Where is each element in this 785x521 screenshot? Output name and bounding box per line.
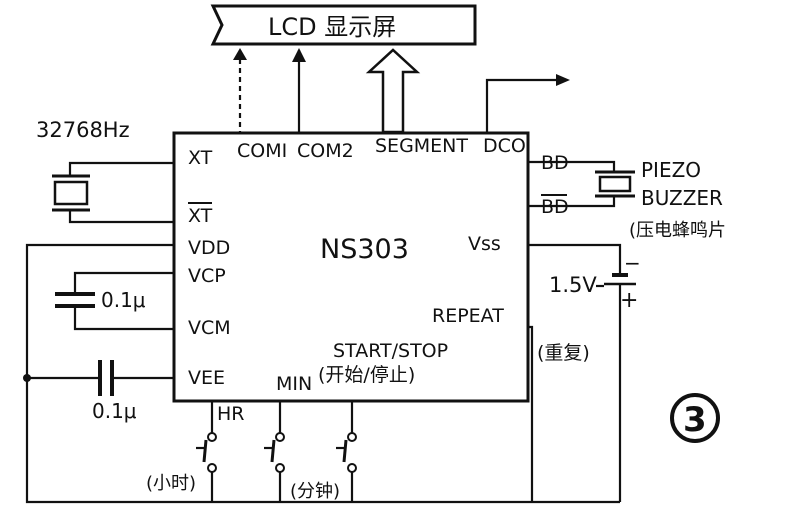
dco-arrow xyxy=(556,74,570,86)
repeat-line xyxy=(528,325,534,502)
figure-number-text: 3 xyxy=(683,400,707,440)
lcd-label: LCD 显示屏 xyxy=(268,13,396,41)
minute-switch-label: (分钟) xyxy=(290,481,340,502)
cap-vcp-label: 0.1μ xyxy=(101,288,146,312)
pin-vcm: VCM xyxy=(188,317,231,339)
hour-switch-label: (小时) xyxy=(146,473,196,494)
com2-arrow xyxy=(292,48,306,62)
segment-bus xyxy=(365,48,421,134)
battery-label: 1.5V xyxy=(549,273,597,297)
battery-minus: − xyxy=(624,251,641,275)
pin-start-stop-cn: (开始/停止) xyxy=(318,364,415,386)
minute-switch[interactable] xyxy=(264,401,285,502)
dco-line xyxy=(485,78,560,132)
capacitor-vee xyxy=(98,360,114,396)
lcd-display: LCD 显示屏 xyxy=(210,4,477,46)
ns303-chip xyxy=(172,131,530,403)
pin-xt-bar: XT xyxy=(188,205,213,227)
chip-name: NS303 xyxy=(320,234,409,265)
pin-vee: VEE xyxy=(188,367,225,389)
start-stop-switch[interactable] xyxy=(336,401,357,502)
pin-vdd: VDD xyxy=(188,237,230,259)
figure-number: 3 xyxy=(670,393,720,443)
crystal-label: 32768Hz xyxy=(36,118,130,142)
com1-arrow xyxy=(233,48,247,60)
hour-switch[interactable] xyxy=(196,401,217,502)
piezo-buzzer: PIEZO BUZZER (压电蜂鸣片 xyxy=(528,158,726,241)
pin-segment: SEGMENT xyxy=(375,135,468,157)
pin-hr: HR xyxy=(217,403,245,425)
cap-vee-label: 0.1μ xyxy=(92,399,137,423)
battery-plus: + xyxy=(620,288,638,313)
buzzer-line3: (压电蜂鸣片 xyxy=(629,220,726,241)
pin-repeat: REPEAT xyxy=(432,305,504,327)
pin-vcp: VCP xyxy=(188,265,226,287)
vee-junction xyxy=(23,374,31,382)
vdd-rail xyxy=(25,243,620,504)
crystal-32768: 32768Hz xyxy=(36,118,174,224)
battery-1-5v: 1.5V − + xyxy=(528,243,641,502)
pin-min: MIN xyxy=(276,373,312,395)
pin-vss: Vss xyxy=(468,233,501,255)
pin-start-stop: START/STOP xyxy=(333,340,448,362)
pin-com2: COM2 xyxy=(297,140,354,162)
repeat-cn: (重复) xyxy=(537,342,590,364)
buzzer-line1: PIEZO xyxy=(641,158,701,182)
pin-xt: XT xyxy=(188,147,213,169)
capacitor-vcp-vcm: 0.1μ xyxy=(55,271,174,331)
buzzer-line2: BUZZER xyxy=(641,186,723,210)
pin-com1: COMI xyxy=(237,140,287,162)
pin-dco: DCO xyxy=(483,135,526,157)
